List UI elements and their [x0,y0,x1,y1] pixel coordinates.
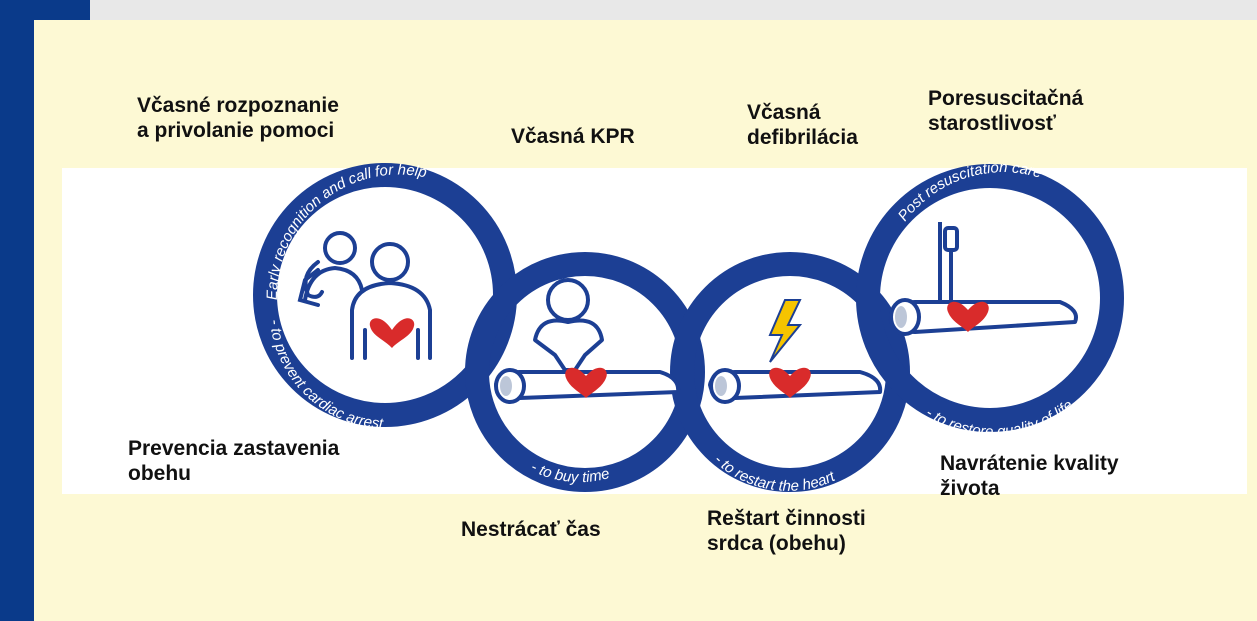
label-line: obehu [128,461,339,486]
label-line: Reštart činnosti [707,506,866,531]
label-line: Včasná KPR [511,124,635,149]
label-line: Nestrácať čas [461,517,601,542]
label-line: Navrátenie kvality [940,451,1119,476]
ring2-top-text: Early CPR [523,212,597,244]
label-early-recognition: Včasné rozpoznanie a privolanie pomoci [137,93,339,143]
label-line: starostlivosť [928,111,1083,136]
ring2-top-path-text: Early CPR [523,212,597,244]
label-prevention: Prevencia zastavenia obehu [128,436,339,486]
two-people-icon [300,233,430,358]
label-quality: Navrátenie kvality života [940,451,1119,501]
label-early-cpr: Včasná KPR [511,124,635,149]
label-line: Prevencia zastavenia [128,436,339,461]
head-shade [895,306,907,328]
label-line: Poresuscitačná [928,86,1083,111]
head-shade [500,376,512,396]
ring3-top-path-text: Early Defibrillation [701,214,826,260]
head-shade [715,376,727,396]
label-restart: Reštart činnosti srdca (obehu) [707,506,866,556]
label-line: srdca (obehu) [707,531,866,556]
label-line: defibrilácia [747,125,858,150]
label-line: Včasné rozpoznanie [137,93,339,118]
heart-icon [370,318,414,348]
lightning-bolt-icon [770,300,800,362]
ring3-top-text: Early Defibrillation [701,214,826,260]
label-line: a privolanie pomoci [137,118,339,143]
label-line: Včasná [747,100,858,125]
label-line: života [940,476,1119,501]
label-buy-time: Nestrácať čas [461,517,601,542]
label-early-defibrillation: Včasná defibrilácia [747,100,858,150]
label-post-care: Poresuscitačná starostlivosť [928,86,1083,136]
